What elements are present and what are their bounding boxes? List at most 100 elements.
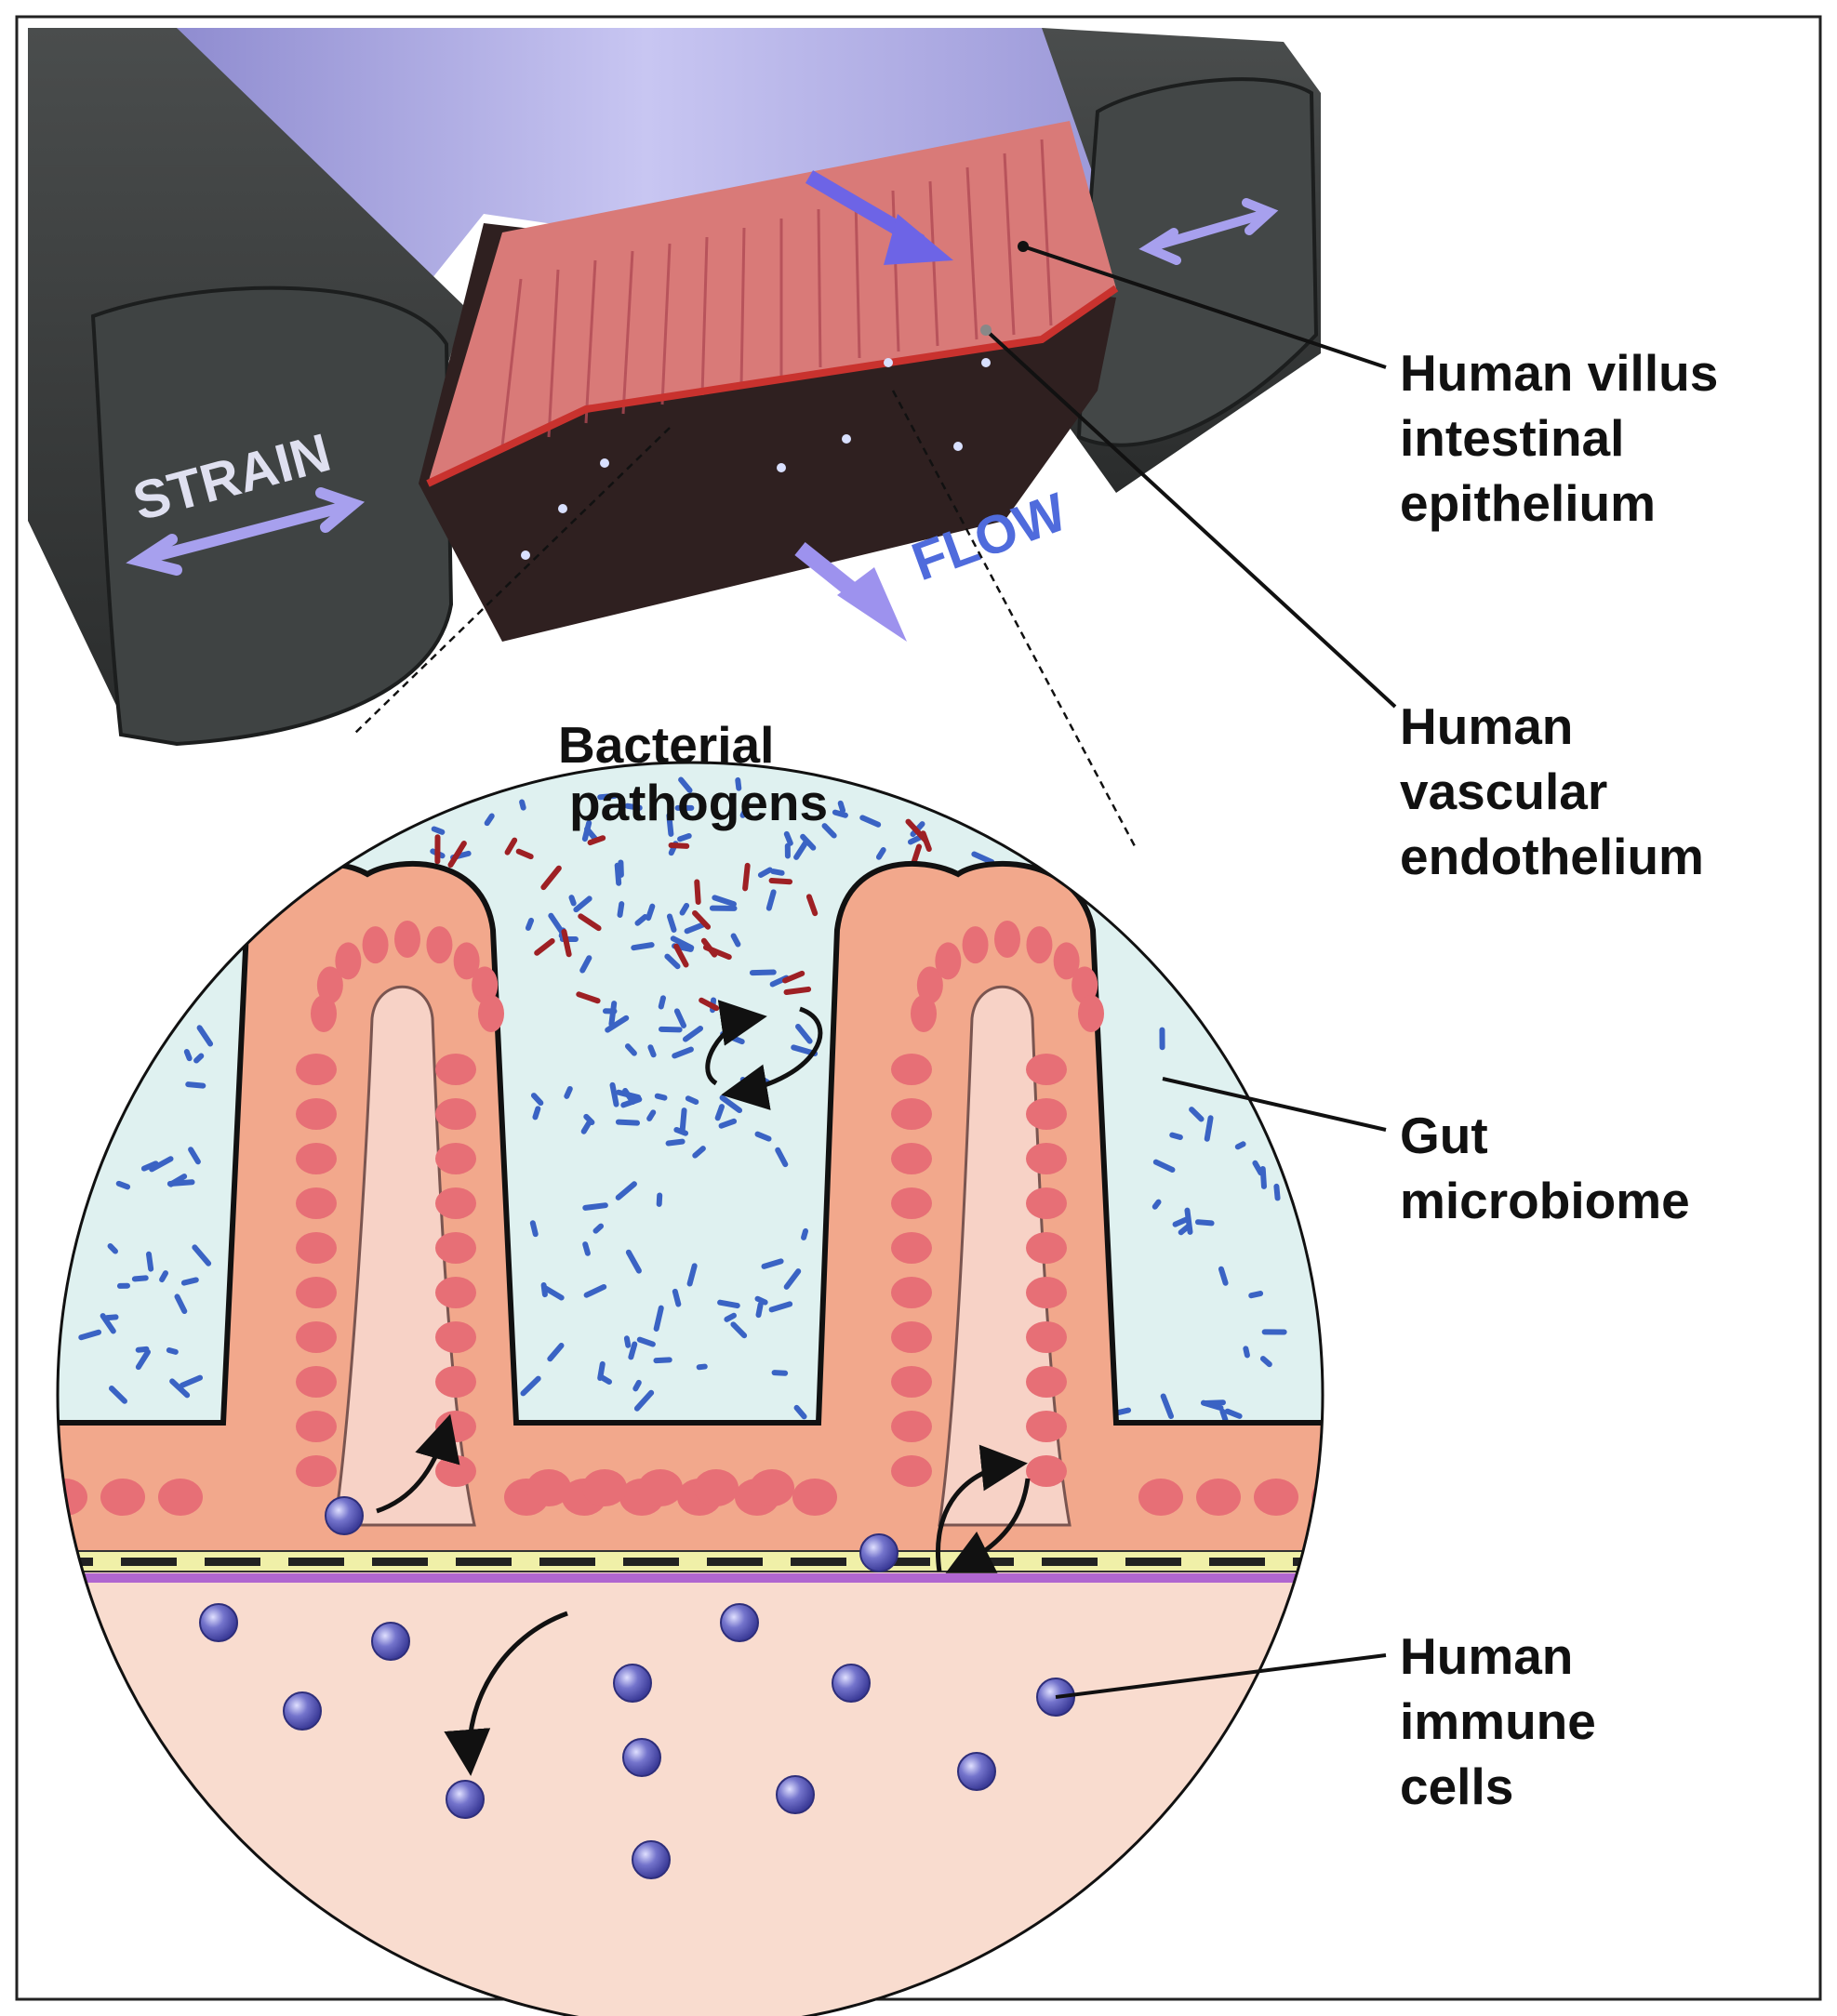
commensal-bacterium bbox=[625, 1249, 642, 1274]
commensal-bacterium bbox=[686, 1263, 698, 1287]
cell-nucleus bbox=[435, 1366, 476, 1398]
commensal-bacterium bbox=[135, 1349, 152, 1371]
cell-nucleus bbox=[891, 1321, 932, 1353]
membrane-pore bbox=[1209, 1558, 1265, 1566]
endothelium-pointer-dot bbox=[980, 325, 992, 336]
commensal-bacterium bbox=[180, 1277, 199, 1286]
commensal-bacterium bbox=[520, 1375, 541, 1397]
commensal-bacterium bbox=[684, 922, 707, 935]
commensal-bacterium bbox=[1273, 1183, 1281, 1201]
commensal-bacterium bbox=[793, 1404, 807, 1420]
commensal-bacterium bbox=[530, 1093, 544, 1107]
commensal-bacterium bbox=[1152, 1159, 1176, 1173]
cell-nucleus bbox=[1026, 1321, 1067, 1353]
pathogen-bacterium bbox=[700, 937, 718, 958]
immune-cell bbox=[613, 1664, 652, 1703]
commensal-bacterium bbox=[634, 913, 648, 926]
cell-nucleus bbox=[891, 1054, 932, 1085]
cell-nucleus bbox=[296, 1321, 337, 1353]
cell-nucleus bbox=[891, 1366, 932, 1398]
commensal-bacterium bbox=[525, 917, 535, 931]
cell-nucleus bbox=[891, 1187, 932, 1219]
commensal-bacterium bbox=[582, 1202, 608, 1211]
cell-nucleus bbox=[1026, 1411, 1067, 1442]
pathogen-bacterium bbox=[561, 928, 572, 958]
pathogen-bacterium bbox=[668, 842, 690, 849]
commensal-bacterium bbox=[859, 815, 882, 828]
cell-nucleus bbox=[1311, 1479, 1323, 1516]
cell-nucleus bbox=[1026, 926, 1053, 964]
commensal-bacterium bbox=[1218, 1266, 1229, 1286]
commensal-bacterium bbox=[583, 1113, 595, 1126]
immune-cell bbox=[832, 1664, 871, 1703]
commensal-bacterium bbox=[673, 1008, 687, 1028]
pathogen-bacterium bbox=[920, 830, 932, 853]
commensal-bacterium bbox=[646, 903, 656, 922]
commensal-bacterium bbox=[431, 826, 446, 835]
commensal-bacterium bbox=[597, 792, 619, 801]
commensal-bacterium bbox=[568, 895, 577, 907]
cell-nucleus bbox=[435, 1143, 476, 1174]
commensal-bacterium bbox=[140, 1161, 159, 1172]
membrane-pore bbox=[874, 1558, 930, 1566]
commensal-bacterium bbox=[592, 1223, 605, 1234]
commensal-bacterium bbox=[761, 1258, 784, 1269]
cell-nucleus bbox=[891, 1232, 932, 1264]
cell-nucleus bbox=[1078, 995, 1104, 1032]
endothelial-layer bbox=[58, 1573, 1323, 1583]
immune-cell bbox=[325, 1496, 364, 1535]
commensal-bacterium bbox=[783, 830, 793, 846]
figure-border bbox=[15, 15, 1822, 2001]
commensal-bacterium bbox=[573, 895, 592, 913]
commensal-bacterium bbox=[614, 862, 622, 886]
membrane-pore bbox=[791, 1558, 846, 1566]
membrane-pore bbox=[1042, 1558, 1098, 1566]
commensal-bacterium bbox=[615, 1119, 641, 1126]
membrane-pore bbox=[205, 1558, 260, 1566]
commensal-bacterium bbox=[672, 1288, 682, 1307]
commensal-bacterium bbox=[583, 1283, 607, 1298]
commensal-bacterium bbox=[670, 935, 695, 951]
commensal-bacterium bbox=[1169, 1132, 1183, 1140]
commensal-bacterium bbox=[1151, 1199, 1162, 1210]
commensal-bacterium bbox=[564, 1085, 573, 1099]
commensal-bacterium bbox=[159, 1270, 169, 1283]
cell-nucleus bbox=[935, 942, 962, 980]
cell-nucleus bbox=[316, 966, 343, 1004]
cell-nucleus bbox=[891, 1455, 932, 1487]
pathogen-bacterium bbox=[578, 913, 602, 932]
membrane-pore bbox=[372, 1558, 428, 1566]
commensal-bacterium bbox=[196, 1025, 214, 1047]
commensal-bacterium bbox=[185, 1081, 206, 1089]
commensal-bacterium bbox=[167, 1174, 188, 1187]
commensal-bacterium bbox=[149, 1156, 174, 1173]
cell-nucleus bbox=[296, 1232, 337, 1264]
cell-nucleus bbox=[296, 1098, 337, 1130]
pathogen-bacterium bbox=[534, 937, 555, 956]
commensal-bacterium bbox=[193, 1053, 205, 1064]
pathogen-bacterium bbox=[576, 991, 601, 1004]
epithelium-label-line3: epithelium bbox=[1400, 474, 1656, 532]
leader-lines bbox=[984, 245, 1397, 1699]
commensal-bacterium bbox=[1234, 1141, 1246, 1150]
commensal-bacterium bbox=[1243, 1346, 1250, 1359]
cell-nucleus bbox=[1026, 1143, 1067, 1174]
commensal-bacterium bbox=[832, 809, 848, 818]
immune-cell bbox=[371, 1622, 410, 1661]
commensal-bacterium bbox=[169, 1378, 191, 1399]
commensal-bacterium bbox=[183, 1049, 193, 1062]
commensal-bacterium bbox=[647, 1044, 657, 1058]
commensal-bacterium bbox=[672, 1046, 694, 1059]
cell-nucleus bbox=[435, 1054, 476, 1085]
pathogen-bacterium bbox=[742, 862, 751, 892]
commensal-bacterium bbox=[714, 1104, 725, 1121]
commensal-bacterium bbox=[1178, 1224, 1191, 1236]
membrane-pore bbox=[539, 1558, 595, 1566]
commensal-bacterium bbox=[609, 1081, 619, 1107]
right-chamber-face bbox=[1076, 77, 1319, 447]
cell-nucleus bbox=[1053, 942, 1080, 980]
commensal-bacterium bbox=[775, 1147, 789, 1168]
bacterial-pathogens bbox=[434, 818, 932, 1012]
cell-nucleus bbox=[435, 1098, 476, 1130]
